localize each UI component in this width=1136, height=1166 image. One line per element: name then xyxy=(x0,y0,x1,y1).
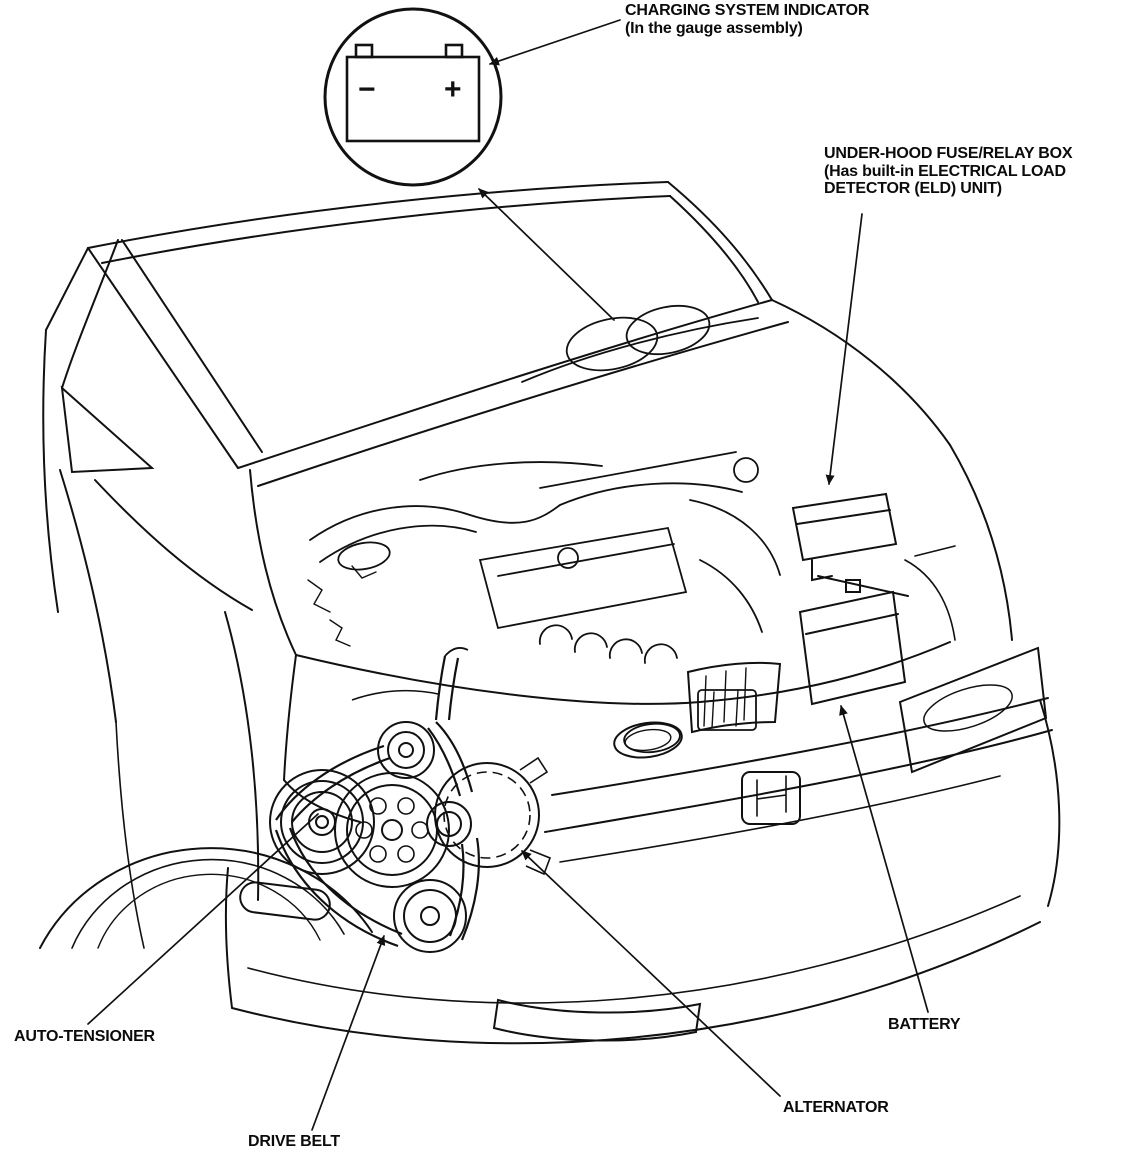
headlight-right xyxy=(898,646,1048,774)
battery-part xyxy=(798,545,956,706)
oil-cap xyxy=(557,547,579,569)
indicator-inset: − + xyxy=(323,7,503,187)
fuse-relay-box-part xyxy=(791,492,898,582)
label-line-tertiary: DETECTOR (ELD) UNIT) xyxy=(824,180,1002,197)
leader-alternator xyxy=(521,850,781,1097)
side-mirror xyxy=(60,385,155,474)
headlight-left xyxy=(613,721,683,759)
leader-battery xyxy=(839,705,929,1013)
inset-circle xyxy=(323,7,503,187)
battery-terminal-left xyxy=(354,43,374,59)
leader-lines xyxy=(87,19,929,1131)
label-line-secondary: (Has built-in ELECTRICAL LOAD xyxy=(824,162,1066,180)
idler-pulley-upper xyxy=(377,721,435,779)
emblem-badge xyxy=(741,771,801,825)
battery-terminal-right xyxy=(444,43,464,59)
fog-light-slot xyxy=(492,998,702,1042)
label-drive-belt: DRIVE BELT xyxy=(248,1133,340,1150)
wiper-area xyxy=(521,304,759,383)
alternator-part xyxy=(426,756,552,876)
reservoir-cap xyxy=(733,457,759,483)
leader-auto-tensioner xyxy=(87,813,319,1025)
crank-pulley xyxy=(334,772,450,888)
label-charging-system-indicator: CHARGING SYSTEM INDICATOR (In the gauge … xyxy=(625,2,869,37)
drive-belt-part xyxy=(274,647,480,948)
car-body-outline xyxy=(42,181,1013,901)
leader-charging-indicator xyxy=(489,19,621,66)
front-grille xyxy=(686,661,782,734)
label-line-primary: CHARGING SYSTEM INDICATOR xyxy=(625,2,870,19)
label-alternator: ALTERNATOR xyxy=(783,1099,889,1116)
belt-drive-cluster xyxy=(269,647,552,953)
label-battery: BATTERY xyxy=(888,1016,961,1033)
front-fascia xyxy=(224,646,1061,1045)
leader-fuse-box xyxy=(825,213,863,485)
battery-plus-sign: + xyxy=(444,73,462,106)
battery-minus-sign: − xyxy=(358,73,376,106)
front-bumper xyxy=(224,697,1061,1045)
hood-prop-rod xyxy=(539,451,737,489)
leader-inset-to-dash xyxy=(478,188,615,321)
leader-drive-belt xyxy=(311,935,386,1131)
label-line-secondary: (In the gauge assembly) xyxy=(625,19,803,37)
engine xyxy=(307,451,781,754)
label-line-primary: UNDER-HOOD FUSE/RELAY BOX xyxy=(824,145,1073,162)
label-underhood-fuse-relay-box: UNDER-HOOD FUSE/RELAY BOX (Has built-in … xyxy=(824,145,1073,198)
engine-bracket xyxy=(351,689,439,701)
idler-pulley-lower xyxy=(393,879,467,953)
label-auto-tensioner: AUTO-TENSIONER xyxy=(14,1028,155,1045)
battery-symbol xyxy=(345,55,481,143)
